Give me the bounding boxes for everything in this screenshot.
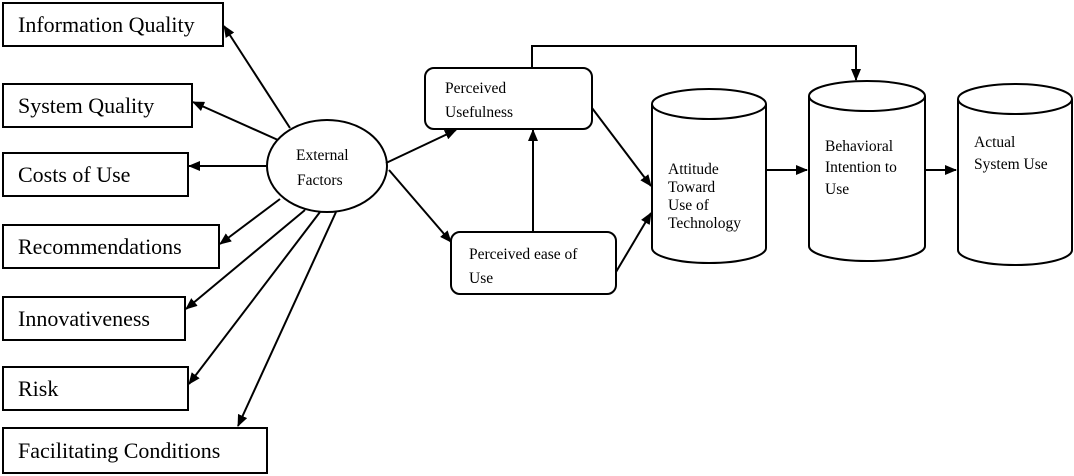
attitude-line1: Attitude — [668, 161, 719, 178]
perceived-usefulness-node: Perceived Usefulness — [424, 67, 593, 130]
factor-box-risk: Risk — [2, 366, 189, 411]
external-factors-label-line2: Factors — [297, 172, 343, 189]
external-factors-label-line1: External — [296, 147, 349, 164]
factor-label: System Quality — [18, 93, 154, 118]
factor-box-facilitating-conditions: Facilitating Conditions — [2, 427, 268, 474]
arrow-to-facilitating-conditions — [237, 211, 337, 427]
perceived-usefulness-line1: Perceived — [445, 80, 506, 97]
behavioral-intention-line2: Intention to — [825, 159, 897, 176]
attitude-node: Attitude Toward Use of Technology — [651, 88, 767, 264]
factor-box-costs-of-use: Costs of Use — [2, 152, 189, 197]
perceived-usefulness-line2: Usefulness — [445, 104, 513, 121]
behavioral-intention-node: Behavioral Intention to Use — [808, 80, 926, 262]
actual-system-use-node: Actual System Use — [957, 83, 1073, 266]
arrow-to-information-quality — [223, 25, 291, 129]
arrow-to-system-quality — [192, 101, 279, 141]
arrow-external-to-ease — [388, 169, 452, 243]
external-factors-node: External Factors — [266, 119, 388, 213]
perceived-ease-node: Perceived ease of Use — [450, 231, 617, 295]
factor-label: Facilitating Conditions — [18, 438, 220, 463]
perceived-ease-line1: Perceived ease of — [469, 246, 578, 263]
factor-label: Information Quality — [18, 12, 195, 37]
behavioral-intention-line1: Behavioral — [825, 138, 893, 155]
behavioral-intention-line3: Use — [825, 181, 849, 198]
factor-label: Costs of Use — [18, 162, 130, 187]
actual-use-line2: System Use — [974, 156, 1048, 173]
actual-use-line1: Actual — [974, 134, 1015, 151]
attitude-line2: Toward — [668, 179, 715, 196]
arrow-external-to-usefulness — [385, 129, 457, 164]
factor-label: Innovativeness — [18, 306, 150, 331]
perceived-ease-line2: Use — [469, 270, 493, 287]
factor-box-information-quality: Information Quality — [2, 2, 224, 47]
arrow-to-recommendations — [219, 198, 281, 245]
attitude-line4: Technology — [668, 215, 741, 232]
factor-box-innovativeness: Innovativeness — [2, 296, 186, 341]
arrow-usefulness-to-intention — [531, 45, 861, 81]
factor-box-recommendations: Recommendations — [2, 224, 220, 269]
arrow-ease-to-attitude — [615, 212, 652, 273]
factor-label: Risk — [18, 376, 58, 401]
arrow-to-risk — [188, 211, 321, 385]
factor-box-system-quality: System Quality — [2, 83, 193, 128]
factor-label: Recommendations — [18, 234, 182, 259]
attitude-line3: Use of — [668, 197, 710, 214]
arrow-usefulness-to-attitude — [591, 107, 652, 187]
flow-arrows — [385, 45, 957, 273]
factor-arrows — [185, 25, 337, 427]
arrow-to-innovativeness — [185, 209, 306, 310]
